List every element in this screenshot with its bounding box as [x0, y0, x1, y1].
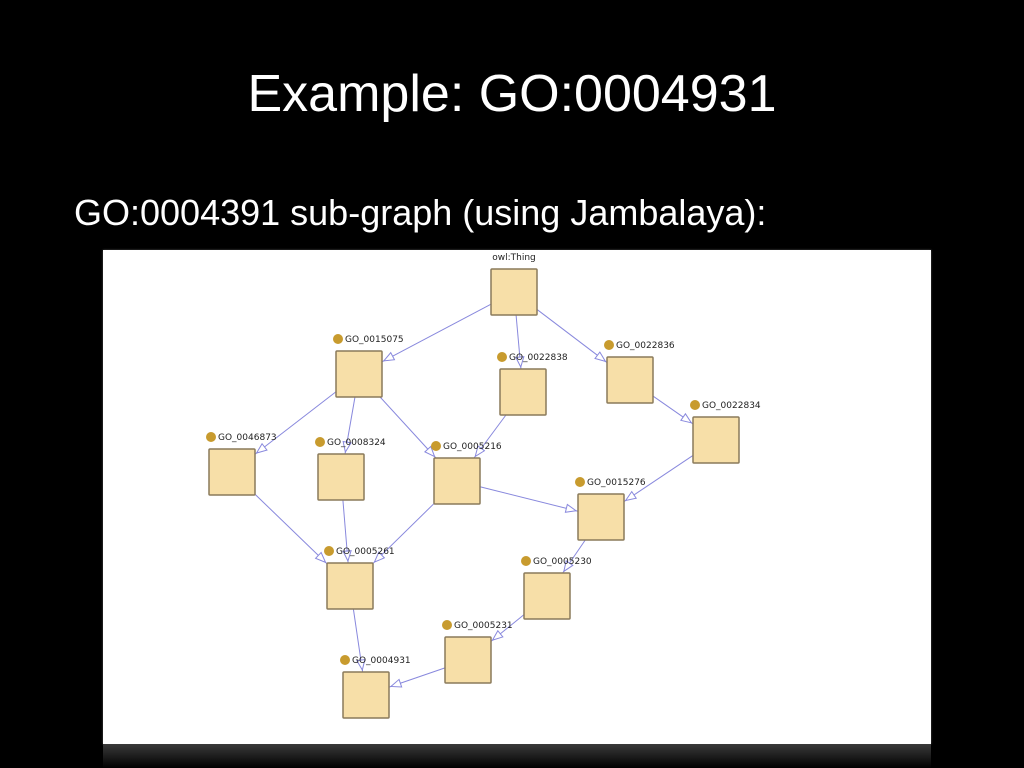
- graph-node-n22836[interactable]: GO_0022836: [604, 340, 675, 404]
- graph-reflection: [103, 744, 931, 768]
- class-marker-icon: [340, 655, 350, 665]
- arrowhead-thing-n15075: [382, 351, 396, 362]
- graph-node-thing[interactable]: owl:Thing: [490, 253, 538, 316]
- arrowhead-n05230-n05231: [491, 629, 504, 641]
- graph-node-n04931[interactable]: GO_0004931: [340, 655, 411, 719]
- slide-title: Example: GO:0004931: [247, 65, 777, 123]
- class-marker-icon: [497, 352, 507, 362]
- class-marker-icon: [442, 620, 452, 630]
- arrowhead-n15075-n05216: [423, 445, 436, 458]
- node-label: GO_0022834: [702, 401, 761, 411]
- node-label: GO_0008324: [327, 438, 386, 448]
- node-label: GO_0005230: [533, 557, 592, 567]
- node-label: GO_0015276: [587, 478, 646, 488]
- node-box[interactable]: [577, 493, 625, 541]
- class-marker-icon: [333, 334, 343, 344]
- graph-node-n22834[interactable]: GO_0022834: [690, 400, 761, 464]
- graph-node-n15075[interactable]: GO_0015075: [333, 334, 404, 398]
- class-marker-icon: [575, 477, 585, 487]
- node-box[interactable]: [499, 368, 547, 416]
- node-label: GO_0015075: [345, 335, 404, 345]
- class-marker-icon: [431, 441, 441, 451]
- node-box[interactable]: [523, 572, 571, 620]
- graph-node-n46873[interactable]: GO_0046873: [206, 432, 277, 496]
- edge-n22834-n15276: [623, 454, 694, 503]
- node-box[interactable]: [490, 268, 538, 316]
- arrowhead-n22836-n22834: [680, 412, 693, 424]
- arrowhead-n15075-n08324: [342, 440, 352, 454]
- arrowhead-n15276-n05230: [563, 560, 574, 573]
- arrowhead-thing-n22838: [515, 356, 525, 369]
- edge-n05216-n15276: [479, 486, 579, 512]
- class-marker-icon: [521, 556, 531, 566]
- node-box[interactable]: [335, 350, 383, 398]
- class-marker-icon: [604, 340, 614, 350]
- node-box[interactable]: [606, 356, 654, 404]
- node-box[interactable]: [692, 416, 740, 464]
- arrowhead-n05216-n05261: [373, 551, 386, 563]
- arrowhead-n05216-n15276: [564, 503, 578, 513]
- edge-n05216-n05261: [372, 503, 435, 564]
- node-box[interactable]: [444, 636, 492, 684]
- arrowhead-n15075-n46873: [255, 442, 268, 454]
- slide-subtitle: GO:0004391 sub-graph (using Jambalaya):: [74, 192, 767, 233]
- arrowhead-thing-n22836: [594, 351, 607, 363]
- node-label: GO_0022836: [616, 341, 675, 351]
- arrowhead-n05231-n04931: [389, 678, 403, 688]
- edge-thing-n15075: [381, 303, 492, 363]
- graph-node-n05216[interactable]: GO_0005216: [431, 441, 502, 505]
- node-label: owl:Thing: [492, 253, 536, 263]
- graph-node-n05230[interactable]: GO_0005230: [521, 556, 592, 620]
- class-marker-icon: [206, 432, 216, 442]
- edge-layer: [254, 303, 694, 688]
- node-box[interactable]: [342, 671, 390, 719]
- node-label: GO_0022838: [509, 353, 568, 363]
- class-marker-icon: [315, 437, 325, 447]
- node-label: GO_0046873: [218, 433, 277, 443]
- node-box[interactable]: [317, 453, 365, 501]
- arrowhead-n05261-n04931: [356, 658, 366, 672]
- arrowhead-n22838-n05216: [474, 445, 486, 458]
- arrowhead-n46873-n05261: [314, 551, 327, 564]
- graph-node-n05231[interactable]: GO_0005231: [442, 620, 513, 684]
- node-label: GO_0004931: [352, 656, 411, 666]
- node-box[interactable]: [433, 457, 481, 505]
- node-label: GO_0005216: [443, 442, 502, 452]
- graph-node-n22838[interactable]: GO_0022838: [497, 352, 568, 416]
- edge-n15075-n46873: [254, 391, 337, 455]
- node-label: GO_0005261: [336, 547, 395, 557]
- class-marker-icon: [690, 400, 700, 410]
- class-marker-icon: [324, 546, 334, 556]
- edge-thing-n22836: [536, 309, 608, 363]
- arrowhead-n22834-n15276: [624, 490, 638, 502]
- node-label: GO_0005231: [454, 621, 513, 631]
- edge-n46873-n05261: [254, 493, 328, 565]
- graph-node-n08324[interactable]: GO_0008324: [315, 437, 386, 501]
- edge-n15075-n05216: [379, 396, 437, 459]
- node-box[interactable]: [208, 448, 256, 496]
- node-box[interactable]: [326, 562, 374, 610]
- arrowhead-n08324-n05261: [342, 550, 352, 563]
- graph-node-n05261[interactable]: GO_0005261: [324, 546, 395, 610]
- graph-node-n15276[interactable]: GO_0015276: [575, 477, 646, 541]
